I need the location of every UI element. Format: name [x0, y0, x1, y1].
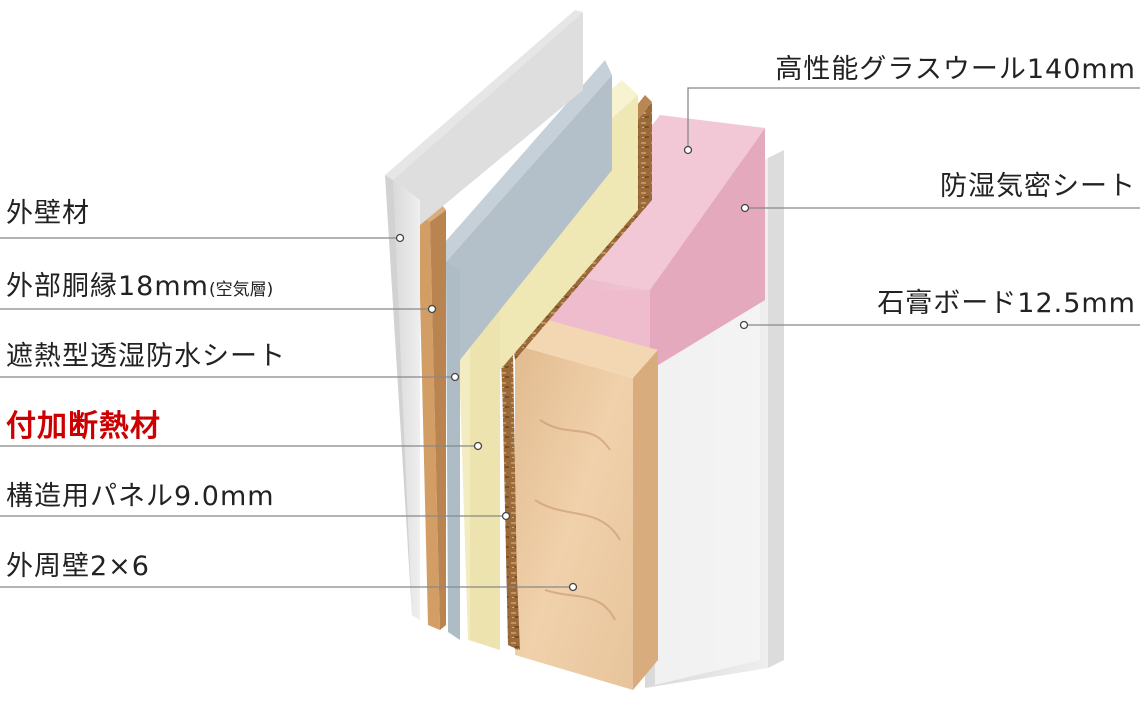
leader-waterproof-sheet-dot: [450, 372, 460, 382]
label-text: 遮熱型透湿防水シート: [6, 341, 286, 372]
label-gypsum-board: 石膏ボード12.5mm: [877, 290, 1136, 317]
leader-structural-panel-dot: [501, 511, 511, 521]
label-glass-wool: 高性能グラスウール140mm: [775, 56, 1136, 83]
label-outer-wall-frame: 外周壁2×6: [6, 553, 150, 580]
label-added-insulation: 付加断熱材: [6, 412, 161, 442]
leader-furring-dot: [427, 304, 437, 314]
label-text: 外部胴縁18mm: [6, 271, 209, 302]
label-text: 防湿気密シート: [940, 171, 1136, 202]
label-furring: 外部胴縁18mm(空気層): [6, 273, 273, 300]
label-text: 外周壁2×6: [6, 551, 150, 582]
label-vapor-barrier: 防湿気密シート: [940, 173, 1136, 200]
furring-strip-layer: [418, 200, 446, 630]
label-structural-panel: 構造用パネル9.0mm: [6, 483, 275, 510]
label-waterproof-sheet: 遮熱型透湿防水シート: [6, 343, 286, 370]
label-note: (空気層): [208, 280, 274, 300]
label-text: 高性能グラスウール140mm: [775, 54, 1136, 85]
stud-layer: [515, 318, 658, 690]
label-text: 構造用パネル9.0mm: [6, 481, 275, 512]
label-text: 外壁材: [6, 198, 90, 229]
leader-lines: [0, 87, 1140, 592]
leader-outer-wall-frame-dot: [568, 582, 578, 592]
exterior-wall-layer: [385, 10, 583, 620]
leader-added-insulation-dot: [473, 441, 483, 451]
leader-gypsum-board-dot: [739, 320, 749, 330]
leader-glass-wool-dot: [683, 145, 693, 155]
waterproof-sheet-layer: [438, 60, 612, 640]
leader-exterior-wall-dot: [395, 233, 405, 243]
label-text: 石膏ボード12.5mm: [877, 288, 1136, 319]
leader-vapor-barrier-dot: [740, 203, 750, 213]
label-exterior-wall: 外壁材: [6, 200, 90, 227]
leader-glass-wool: [687, 87, 1140, 150]
label-text: 付加断熱材: [6, 409, 161, 444]
